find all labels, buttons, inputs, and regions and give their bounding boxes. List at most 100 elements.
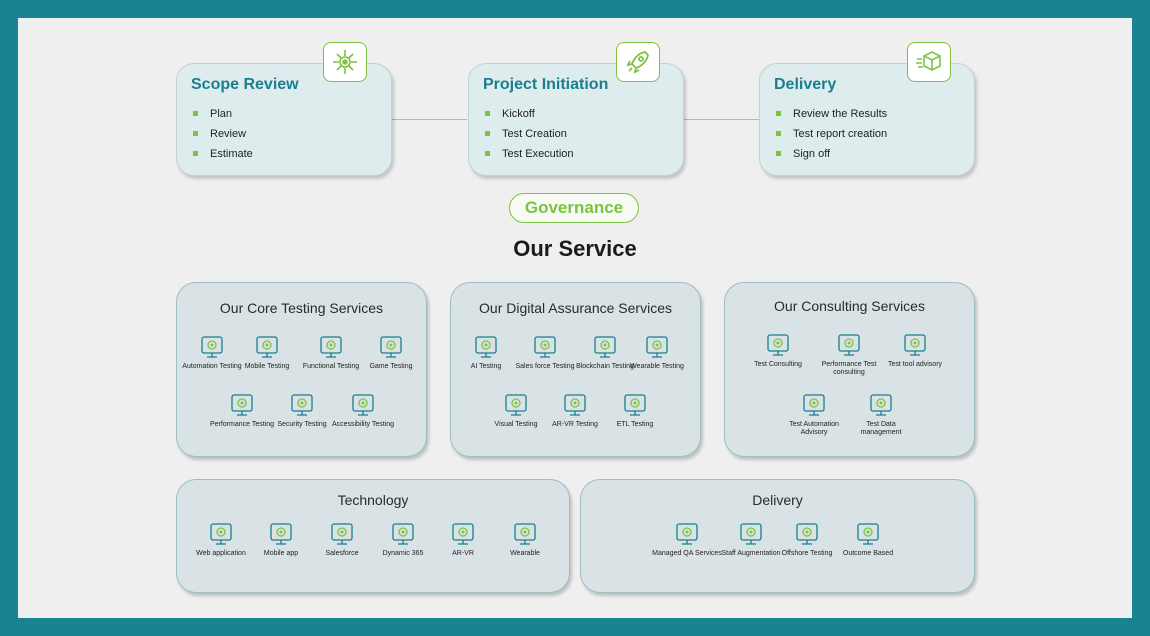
list-item: Sign off	[776, 146, 887, 166]
service-item: Mobile app	[246, 520, 316, 558]
blockchain-cubes-icon	[570, 333, 640, 361]
web-code-icon	[186, 520, 256, 548]
section-title: Our Service	[513, 236, 637, 261]
service-label: Automation Testing	[182, 363, 242, 370]
service-label: Sales force Testing	[515, 363, 575, 370]
delivery-box-icon	[907, 42, 951, 82]
staff-people-icon	[716, 520, 786, 548]
process-list: Kickoff Test Creation Test Execution	[485, 106, 574, 166]
automation-gear-icon	[177, 333, 247, 361]
service-item: AR-VR	[428, 520, 498, 558]
service-item: AI Testing	[451, 333, 521, 371]
mobile-hand-icon	[246, 520, 316, 548]
delivery-panel: Delivery Managed QA Services Staff Augme…	[580, 479, 975, 593]
connector-line-1	[391, 119, 467, 120]
service-item: Wearable	[490, 520, 560, 558]
service-item: Automation Testing	[177, 333, 247, 371]
visual-monitor-icon	[481, 391, 551, 419]
service-label: Mobile Testing	[244, 363, 290, 370]
tool-calculator-icon	[880, 331, 950, 359]
service-label: AI Testing	[470, 363, 502, 370]
service-label: Test tool advisory	[887, 361, 943, 368]
service-item: Managed QA Services	[652, 520, 722, 558]
dynamics-grid-icon	[368, 520, 438, 548]
vr-headset-icon	[540, 391, 610, 419]
service-label: Accessibility Testing	[331, 421, 395, 428]
digital-assurance-services-panel: Our Digital Assurance Services AI Testin…	[450, 282, 701, 457]
service-label: Managed QA Services	[652, 550, 722, 557]
list-item: Plan	[193, 106, 253, 126]
service-item: Test Automation Advisory	[779, 391, 849, 437]
performance-chart-icon	[814, 331, 884, 359]
service-item: Game Testing	[356, 333, 426, 371]
list-item: Test report creation	[776, 126, 887, 146]
service-item: Sales force Testing	[510, 333, 580, 371]
service-label: Performance Testing	[209, 421, 275, 428]
service-label: Wearable	[510, 550, 540, 557]
etl-gear-icon	[600, 391, 670, 419]
salesforce-cloud-icon	[307, 520, 377, 548]
service-item: Web application	[186, 520, 256, 558]
panel-title: Our Consulting Services	[774, 298, 925, 314]
ai-brain-icon	[451, 333, 521, 361]
process-list: Review the Results Test report creation …	[776, 106, 887, 166]
service-label: Performance Test consulting	[821, 361, 877, 376]
service-label: Game Testing	[369, 363, 413, 370]
consulting-bulb-icon	[743, 331, 813, 359]
service-item: Test tool advisory	[880, 331, 950, 369]
list-item: Test Creation	[485, 126, 574, 146]
service-label: Dynamic 365	[382, 550, 424, 557]
automation-advisory-icon	[779, 391, 849, 419]
governance-pill: Governance	[509, 193, 639, 223]
panel-title: Delivery	[752, 492, 803, 508]
rocket-icon	[616, 42, 660, 82]
data-grid-gear-icon	[846, 391, 916, 419]
list-item: Kickoff	[485, 106, 574, 126]
consulting-services-panel: Our Consulting Services Test Consulting …	[724, 282, 975, 457]
core-testing-services-panel: Our Core Testing Services Automation Tes…	[176, 282, 427, 457]
service-item: Accessibility Testing	[328, 391, 398, 429]
service-item: Outcome Based	[833, 520, 903, 558]
service-label: Staff Augmentation	[721, 550, 781, 557]
panel-title: Our Core Testing Services	[219, 300, 384, 316]
service-item: AR-VR Testing	[540, 391, 610, 429]
list-item: Review	[193, 126, 253, 146]
process-title: Scope Review	[191, 76, 299, 93]
list-item: Estimate	[193, 146, 253, 166]
outcome-target-icon	[833, 520, 903, 548]
accessibility-screen-icon	[328, 391, 398, 419]
performance-gauge-icon	[207, 391, 277, 419]
diagram-canvas: Scope Review Plan Review Estimate Projec…	[18, 18, 1132, 618]
service-label: Test Data management	[860, 421, 902, 436]
wearable-watch-icon	[622, 333, 692, 361]
service-item: Wearable Testing	[622, 333, 692, 371]
vr-person-icon	[428, 520, 498, 548]
service-label: Blockchain Testing	[576, 363, 634, 370]
service-item: Test Consulting	[743, 331, 813, 369]
technology-panel: Technology Web application Mobile app Sa…	[176, 479, 570, 593]
service-label: Test Consulting	[754, 361, 802, 368]
service-label: Visual Testing	[494, 421, 538, 428]
service-label: Salesforce	[325, 550, 359, 557]
service-item: Salesforce	[307, 520, 377, 558]
service-item: Visual Testing	[481, 391, 551, 429]
service-label: Wearable Testing	[630, 363, 684, 370]
service-label: Test Automation Advisory	[789, 421, 839, 436]
service-label: AR-VR	[452, 550, 474, 557]
salesforce-user-icon	[510, 333, 580, 361]
service-item: Blockchain Testing	[570, 333, 640, 371]
service-item: Performance Test consulting	[814, 331, 884, 377]
panel-title: Our Digital Assurance Services	[479, 300, 672, 316]
service-item: Dynamic 365	[368, 520, 438, 558]
process-list: Plan Review Estimate	[193, 106, 253, 166]
wearable-band-icon	[490, 520, 560, 548]
security-lock-icon	[267, 391, 337, 419]
service-item: ETL Testing	[600, 391, 670, 429]
service-label: Security Testing	[277, 421, 327, 428]
connector-line-2	[683, 119, 759, 120]
service-label: ETL Testing	[616, 421, 654, 428]
list-item: Test Execution	[485, 146, 574, 166]
service-label: Web application	[196, 550, 246, 557]
service-item: Performance Testing	[207, 391, 277, 429]
service-label: Mobile app	[263, 550, 299, 557]
